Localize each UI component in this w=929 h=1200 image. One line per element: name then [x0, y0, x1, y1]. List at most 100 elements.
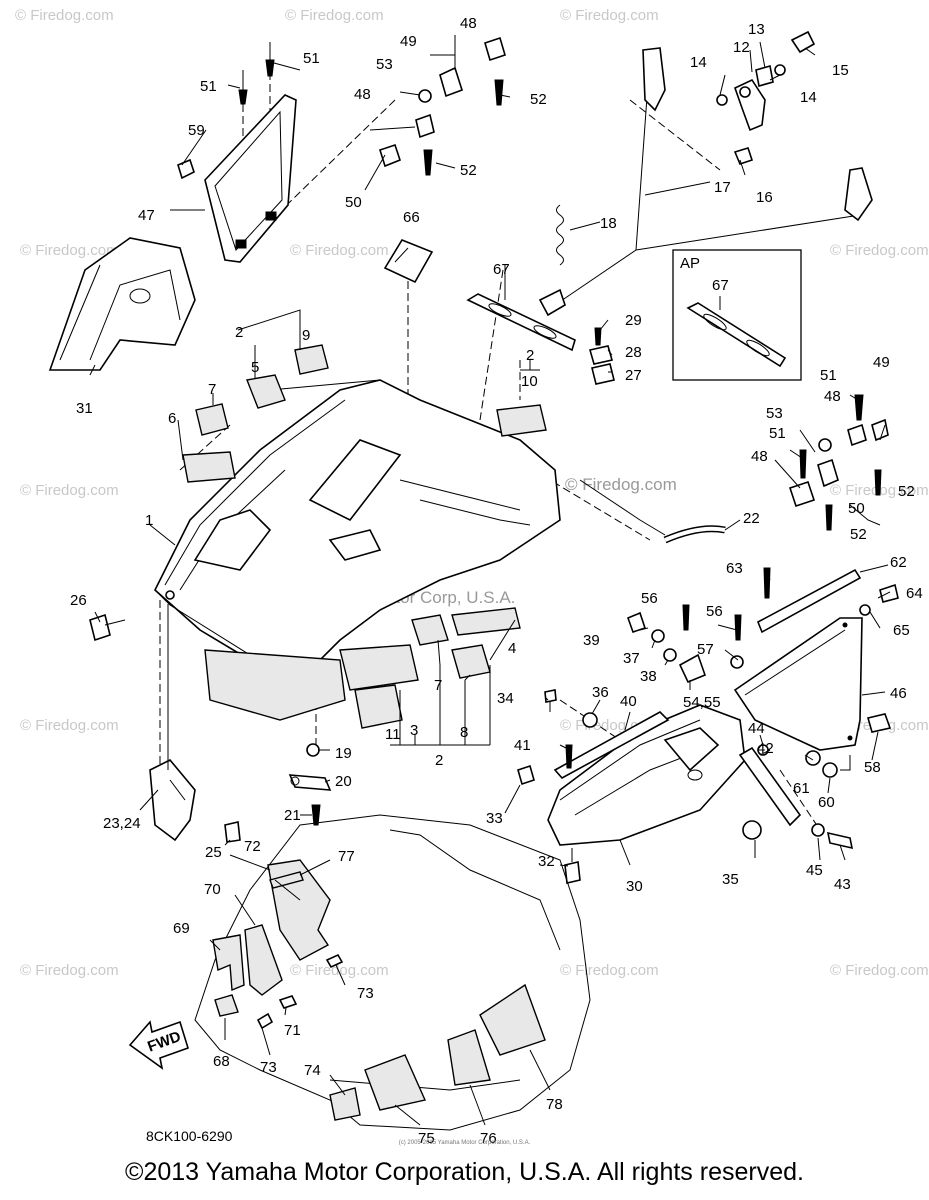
callout-19: 19	[335, 745, 352, 762]
callout-77: 77	[338, 848, 355, 865]
callout-56: 56	[641, 590, 658, 607]
callout-35: 35	[722, 871, 739, 888]
part-66-label	[383, 239, 434, 284]
part-23-24-bracket	[149, 759, 196, 842]
small-hardware	[89, 613, 332, 843]
linkage-12-16	[716, 30, 816, 165]
callout-64: 64	[906, 585, 923, 602]
callout-48: 48	[751, 448, 768, 465]
callout-46: 46	[890, 685, 907, 702]
callout-38: 38	[640, 668, 657, 685]
callout-54-55: 54,55	[683, 694, 721, 711]
callout-68: 68	[213, 1053, 230, 1070]
callout-22: 22	[743, 510, 760, 527]
callout-53: 53	[766, 405, 783, 422]
watermark: © Firedog.com	[290, 962, 389, 979]
callout-52: 52	[460, 162, 477, 179]
callout-33: 33	[486, 810, 503, 827]
callout-30: 30	[626, 878, 643, 895]
callout-3: 3	[410, 722, 418, 739]
parts-32-35	[517, 689, 581, 884]
callout-25: 25	[205, 844, 222, 861]
part-46-panel	[733, 567, 899, 778]
callout-63: 63	[726, 560, 743, 577]
callout-75: 75	[418, 1130, 435, 1147]
part-51-pin-upper	[238, 42, 275, 105]
watermark: © Firedog.com	[560, 7, 659, 24]
cable-assembly	[538, 47, 873, 317]
callout-73: 73	[357, 985, 374, 1002]
callout-42: 42	[757, 740, 774, 757]
callout-76: 76	[480, 1130, 497, 1147]
watermark: © Firedog.com	[830, 962, 929, 979]
part-30-side-pod	[547, 704, 746, 846]
part-31-bracket	[48, 237, 196, 371]
callout-52: 52	[898, 483, 915, 500]
callout-66: 66	[403, 209, 420, 226]
callout-39: 39	[583, 632, 600, 649]
callout-6: 6	[168, 410, 176, 427]
part-22-hose	[663, 525, 726, 544]
callout-7: 7	[434, 677, 442, 694]
callout-41: 41	[514, 737, 531, 754]
callout-49: 49	[873, 354, 890, 371]
sponge-pads	[182, 344, 547, 729]
callout-20: 20	[335, 773, 352, 790]
callout-4: 4	[508, 640, 516, 657]
callout-57: 57	[697, 641, 714, 658]
watermark: © Firedog.com	[20, 242, 119, 259]
callout-28: 28	[625, 344, 642, 361]
callout-31: 31	[76, 400, 93, 417]
callout-13: 13	[748, 21, 765, 38]
callout-48: 48	[354, 86, 371, 103]
callout-51: 51	[303, 50, 320, 67]
callout-26: 26	[70, 592, 87, 609]
callout-73: 73	[260, 1059, 277, 1076]
part-1-hood	[154, 379, 561, 681]
watermark: © Firedog.com	[20, 962, 119, 979]
parts-27-29	[588, 327, 615, 385]
watermark: © Firedog.com	[285, 7, 384, 24]
callout-58: 58	[864, 759, 881, 776]
callout-2: 2	[526, 347, 534, 364]
parts-36-39-54-57	[626, 604, 744, 684]
part-59-clip	[177, 158, 195, 180]
callout-5: 5	[251, 359, 259, 376]
callout-14: 14	[690, 54, 707, 71]
callout-51: 51	[820, 367, 837, 384]
watermark: © Firedog.com	[290, 242, 389, 259]
callout-62: 62	[890, 554, 907, 571]
callout-15: 15	[832, 62, 849, 79]
callout-14: 14	[800, 89, 817, 106]
callout-49: 49	[400, 33, 417, 50]
callout-59: 59	[188, 122, 205, 139]
drawing-code: 8CK100-6290	[146, 1128, 233, 1144]
callout-32: 32	[538, 853, 555, 870]
callout-17: 17	[714, 179, 731, 196]
callout-29: 29	[625, 312, 642, 329]
callout-47: 47	[138, 207, 155, 224]
callout-67: 67	[493, 261, 510, 278]
fwd-arrow: FWD	[128, 1020, 189, 1070]
watermark: © Firedog.com	[560, 962, 659, 979]
callout-74: 74	[304, 1062, 321, 1079]
callout-40: 40	[620, 693, 637, 710]
callout-71: 71	[284, 1022, 301, 1039]
callout-43: 43	[834, 876, 851, 893]
callout-60: 60	[818, 794, 835, 811]
callout-45: 45	[806, 862, 823, 879]
callout-48: 48	[460, 15, 477, 32]
callout-50: 50	[345, 194, 362, 211]
part-47-panel	[204, 94, 297, 263]
callouts: 1 2 2 2 3 4 5 6 7 7 8 9 10 11 12 13 14 1…	[70, 15, 923, 1147]
callout-10: 10	[521, 373, 538, 390]
parts-42-45	[738, 744, 854, 850]
small-credit: (c) 2005-2015 Yamaha Motor Corporation, …	[398, 1140, 531, 1146]
callout-72: 72	[244, 838, 261, 855]
callout-61: 61	[793, 780, 810, 797]
callout-1: 1	[145, 512, 153, 529]
watermark-layer: © Firedog.com © Firedog.com © Firedog.co…	[15, 7, 929, 979]
lower-hull	[194, 814, 591, 1131]
callout-36: 36	[592, 684, 609, 701]
